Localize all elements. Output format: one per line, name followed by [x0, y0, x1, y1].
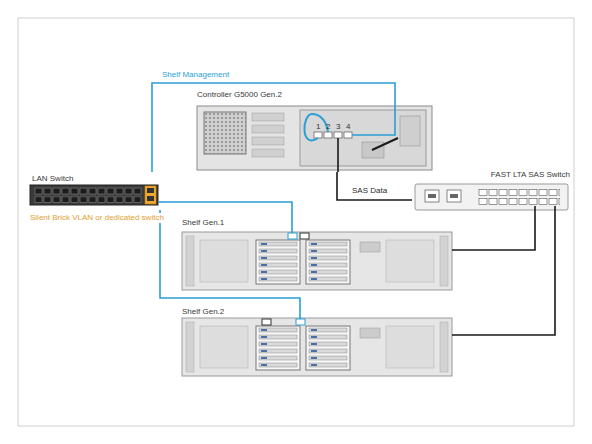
port-number: 3: [336, 122, 340, 132]
device-heading: LAN Switch: [30, 172, 164, 184]
port-number: 4: [346, 122, 350, 132]
sas-switch-box: FAST LTA SAS Switch: [412, 168, 572, 216]
lan-switch-box: LAN Switch: [30, 172, 164, 210]
cable-connector: [164, 202, 292, 216]
port-number: 2: [326, 122, 330, 132]
device-heading: Controller G5000 Gen.2: [195, 88, 433, 100]
cable-connector: [337, 172, 412, 200]
cable-connector: [454, 216, 555, 335]
note-label: Silent Brick VLAN or dedicated switch: [30, 213, 164, 223]
device-heading: FAST LTA SAS Switch: [412, 168, 572, 180]
shelf-box: Shelf Gen.1: [180, 216, 454, 292]
device-heading: Shelf Gen.1: [180, 216, 454, 228]
device-heading: Shelf Gen.2: [180, 305, 454, 317]
edge-label: SAS Data: [352, 186, 387, 196]
controller-box: Controller G5000 Gen.2: [195, 88, 433, 172]
cable-connector: [160, 210, 300, 305]
cable-connector: [152, 83, 395, 172]
shelf-box: Shelf Gen.2: [180, 305, 454, 378]
cable-connector: [454, 216, 535, 250]
port-number: 1: [316, 122, 320, 132]
edge-label: Shelf Management: [162, 70, 229, 80]
